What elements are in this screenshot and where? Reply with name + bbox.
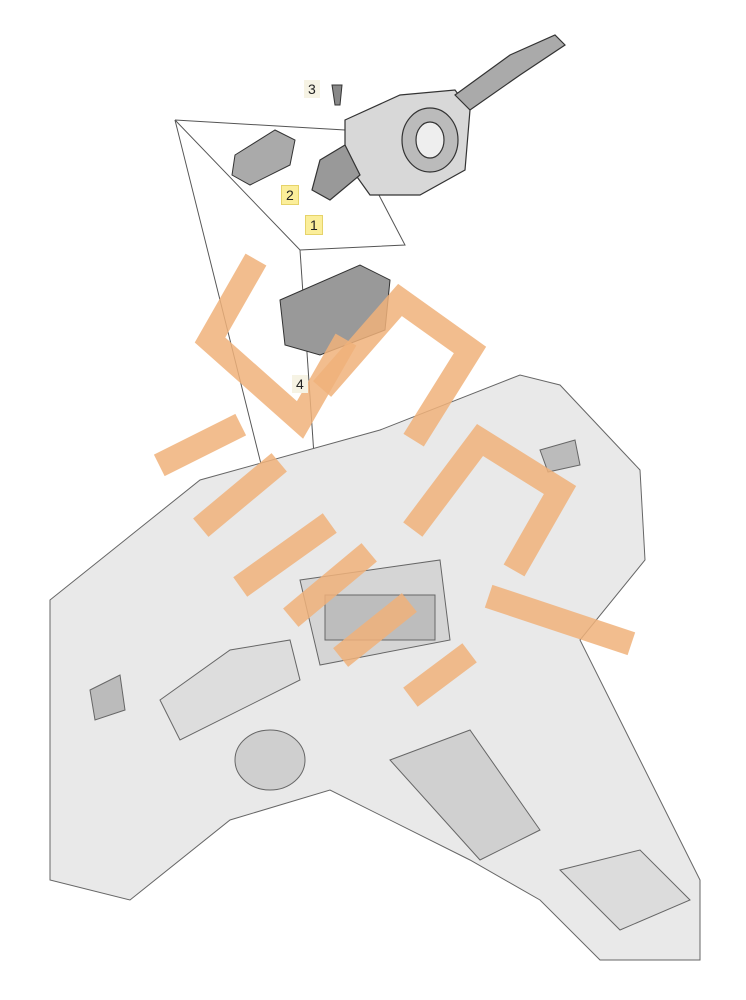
watermark-logo — [153, 253, 636, 707]
leader-frame — [174, 119, 406, 251]
callout-4[interactable]: 4 — [292, 375, 308, 393]
callout-1[interactable]: 1 — [305, 215, 323, 235]
callout-3[interactable]: 3 — [304, 80, 320, 98]
steering-column-switch — [311, 34, 566, 201]
callout-2[interactable]: 2 — [281, 185, 299, 205]
dashboard — [49, 374, 701, 961]
control-unit — [231, 129, 296, 186]
screw — [331, 84, 343, 106]
